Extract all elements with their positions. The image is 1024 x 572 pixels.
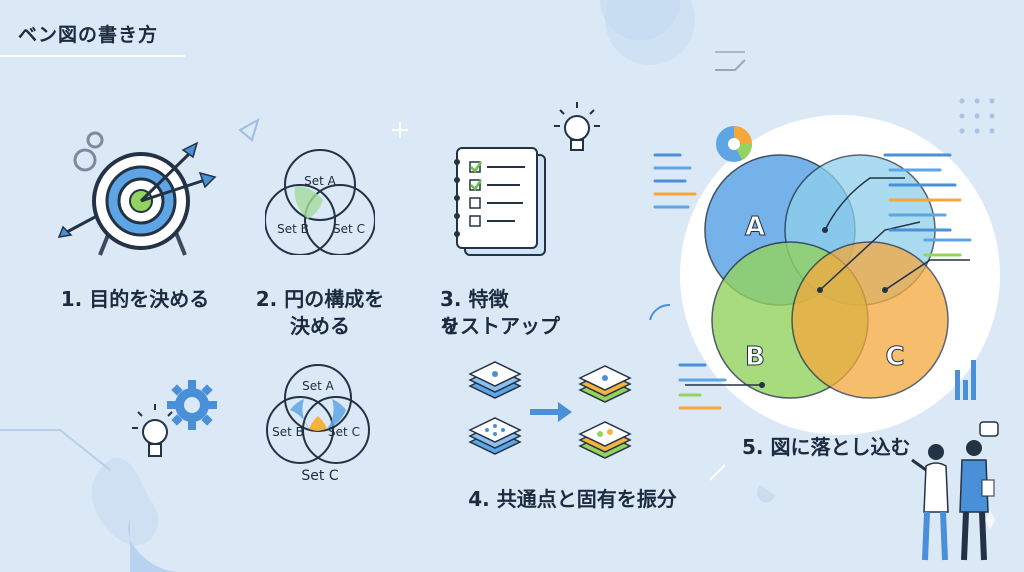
step-2-label-line1: 2. 円の構成を <box>255 287 385 311</box>
info-lines <box>653 153 976 410</box>
page-title: ベン図の書き方 <box>18 24 159 46</box>
card-stacks-icon <box>468 361 632 459</box>
venn-big-label-c: C <box>885 342 904 372</box>
venn2-set-c: Set C <box>328 425 360 439</box>
venn2-caption: Set C <box>301 468 339 484</box>
venn-small-icon: Set A Set B Set C <box>265 149 375 255</box>
lightbulb-icon-2 <box>132 404 173 457</box>
pie-chart-icon <box>716 126 752 162</box>
lightbulb-icon <box>554 102 600 151</box>
venn-large: A B C <box>680 115 1000 435</box>
step-5-label: 5. 図に落とし込む <box>742 435 911 459</box>
venn-small-icon-2: Set A Set B Set C <box>266 364 370 464</box>
step-3-label-line1: 3. 特徴を <box>440 287 509 338</box>
venn2-set-a: Set A <box>302 379 335 393</box>
venn1-set-b: Set B <box>277 222 309 236</box>
venn-big-label-b: B <box>745 342 765 372</box>
target-icon <box>57 131 217 256</box>
venn1-set-a: Set A <box>304 174 337 188</box>
venn1-set-c: Set C <box>333 222 365 236</box>
step-4-label: 4. 共通点と固有を振分 <box>468 487 677 511</box>
step-3-label-line2: リストアップ <box>440 314 560 338</box>
venn2-set-b: Set B <box>272 425 304 439</box>
title-underline <box>0 55 185 57</box>
people-illustration <box>911 421 999 561</box>
gear-icon <box>167 380 217 430</box>
step-2-label-line2: 決める <box>290 314 350 338</box>
step-1-label: 1. 目的を決める <box>60 287 210 311</box>
checklist-icon <box>454 147 546 256</box>
venn-big-label-a: A <box>745 212 765 242</box>
